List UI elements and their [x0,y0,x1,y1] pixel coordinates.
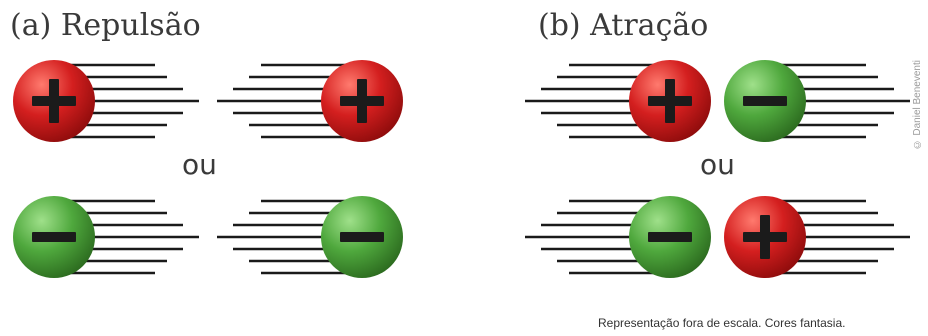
panel-b-title: (b) Atração [538,8,709,43]
panel-a-connector: ou [182,148,217,181]
panel-0-row-0-charge-1 [321,60,403,142]
plus-sign-icon [743,215,787,259]
panel-1-row-0-charge-0 [629,60,711,142]
panel-1-row-1-charge-0 [629,196,711,278]
minus-sign-icon [743,96,787,106]
minus-sign-icon [648,232,692,242]
footnote: Representação fora de escala. Cores fant… [598,316,846,330]
panel-a-title: (a) Repulsão [10,8,201,43]
minus-sign-icon [340,232,384,242]
panel-0-row-1-charge-1 [321,196,403,278]
plus-sign-icon [32,79,76,123]
plus-sign-icon [648,79,692,123]
minus-sign-icon [32,232,76,242]
panel-0-row-0-charge-0 [13,60,95,142]
panel-0-row-1-charge-0 [13,196,95,278]
panel-1-row-0-charge-1 [724,60,806,142]
panel-1-row-1-charge-1 [724,196,806,278]
panel-b-connector: ou [700,148,735,181]
plus-sign-icon [340,79,384,123]
